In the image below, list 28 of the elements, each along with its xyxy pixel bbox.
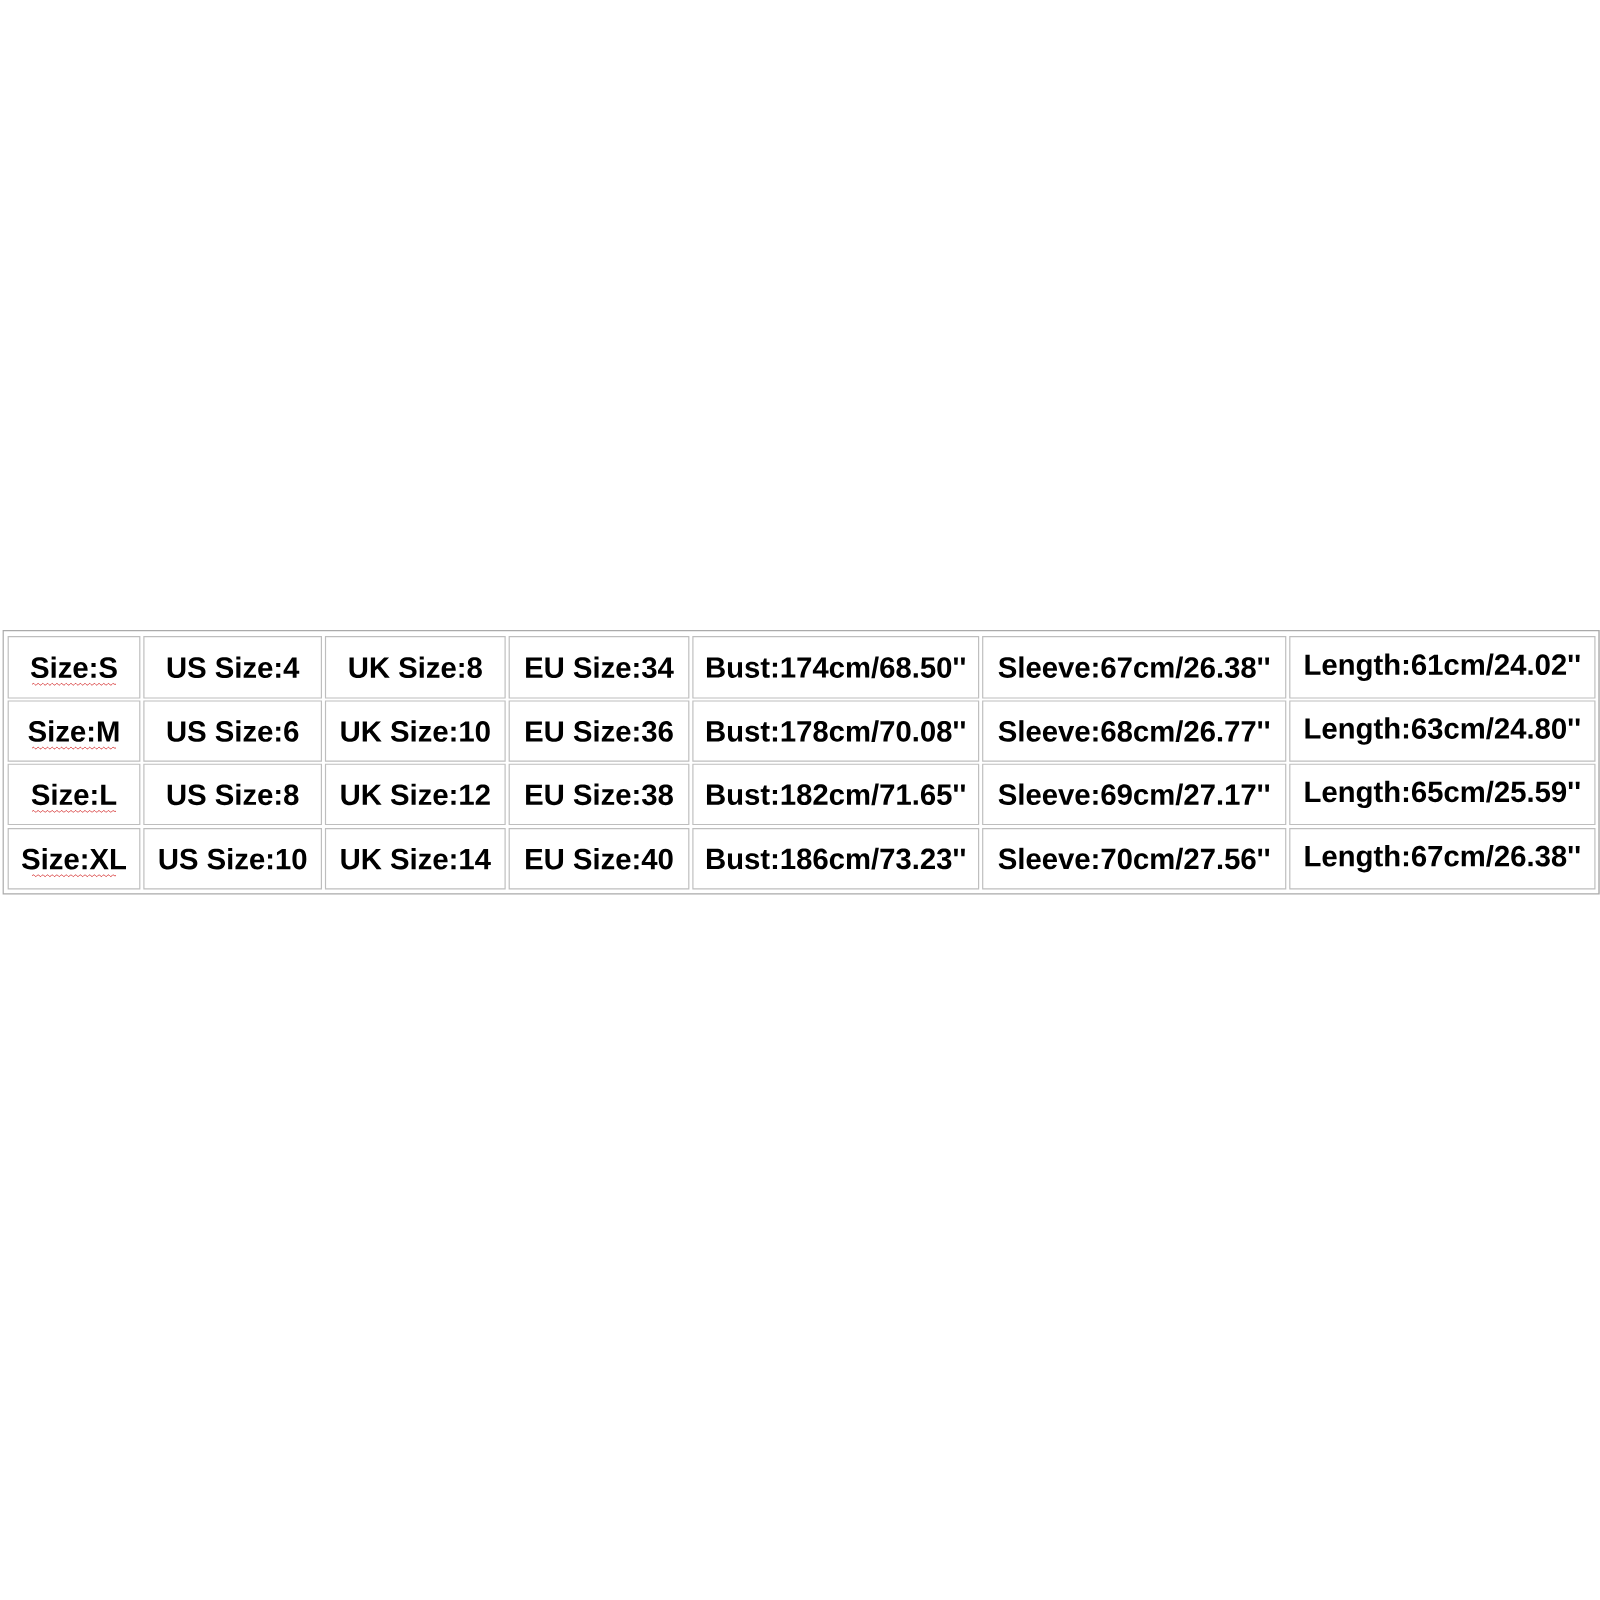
table-cell: Size:M [7, 700, 141, 762]
table-cell: US Size:10 [143, 828, 322, 890]
table-cell: Length:65cm/25.59'' [1289, 763, 1596, 826]
table-cell: Sleeve:68cm/26.77'' [982, 700, 1287, 762]
table-cell: Bust:186cm/73.23'' [692, 828, 980, 890]
table-cell: Length:61cm/24.02'' [1289, 636, 1596, 699]
table-cell: UK Size:8 [324, 636, 506, 699]
table-cell: US Size:6 [143, 700, 322, 762]
table-cell: Size:L [7, 763, 141, 826]
table-cell: Length:63cm/24.80'' [1289, 700, 1596, 762]
table-cell: EU Size:38 [508, 763, 690, 826]
table-cell: UK Size:14 [324, 828, 506, 890]
table-cell: EU Size:40 [508, 828, 690, 890]
table-cell: Bust:174cm/68.50'' [692, 636, 980, 699]
table-cell: UK Size:12 [324, 763, 506, 826]
table-cell: Bust:178cm/70.08'' [692, 700, 980, 762]
table-cell: Sleeve:67cm/26.38'' [982, 636, 1287, 699]
table-cell: Sleeve:69cm/27.17'' [982, 763, 1287, 826]
table-cell: EU Size:36 [508, 700, 690, 762]
table-cell: EU Size:34 [508, 636, 690, 699]
table-cell: US Size:4 [143, 636, 322, 699]
table-cell: Size:XL [7, 828, 141, 890]
table-cell: Sleeve:70cm/27.56'' [982, 828, 1287, 890]
table-cell: Size:S [7, 636, 141, 699]
table-cell: UK Size:10 [324, 700, 506, 762]
table-cell: Length:67cm/26.38'' [1289, 828, 1596, 890]
table-cell: Bust:182cm/71.65'' [692, 763, 980, 826]
table-cell: US Size:8 [143, 763, 322, 826]
